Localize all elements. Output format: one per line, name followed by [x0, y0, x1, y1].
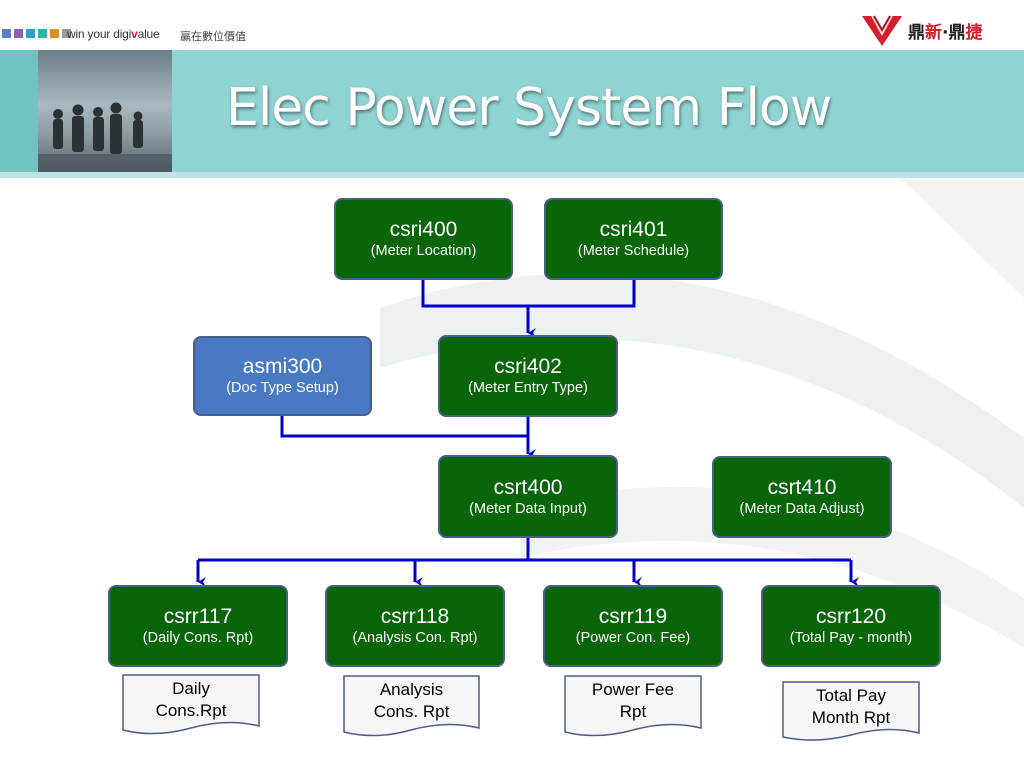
brand-char: 鼎: [948, 22, 966, 43]
logo-square: [2, 29, 11, 38]
node-desc: (Meter Data Adjust): [739, 501, 865, 517]
logo-square: [38, 29, 47, 38]
logo-square: [62, 29, 71, 38]
node-csrr118: csrr118 (Analysis Con. Rpt): [325, 585, 505, 667]
node-desc: (Meter Data Input): [469, 500, 587, 517]
brand-name: 鼎新·鼎捷: [908, 18, 982, 43]
node-csrr120: csrr120 (Total Pay - month): [761, 585, 941, 667]
document-line: Cons.Rpt: [155, 701, 227, 720]
tagline-prefix: win your digi: [67, 27, 132, 41]
brand-mark-icon: [862, 14, 902, 46]
node-desc: (Analysis Con. Rpt): [352, 630, 478, 646]
tagline-suffix: alue: [137, 27, 160, 41]
node-desc: (Meter Schedule): [577, 243, 690, 259]
node-csrr117: csrr117 (Daily Cons. Rpt): [108, 585, 288, 667]
node-desc: (Meter Entry Type): [468, 380, 588, 396]
color-squares-logo: [2, 29, 71, 38]
tagline-v: v: [131, 27, 138, 41]
connector-csri400-csri401: [421, 279, 636, 308]
node-desc: (Doc Type Setup): [226, 380, 339, 396]
document-power-fee-rpt: Power Fee Rpt: [564, 675, 702, 740]
node-code: csrt400: [493, 475, 563, 499]
node-desc: (Total Pay - month): [789, 630, 913, 646]
brand-char: 新: [925, 22, 942, 43]
node-code: csrr120: [815, 605, 887, 628]
brand-separator: ·: [942, 22, 949, 43]
background-swoosh: [380, 178, 1024, 648]
page-title: Elec Power System Flow: [226, 78, 832, 138]
node-csri401: csri401 (Meter Schedule): [544, 198, 723, 280]
banner-accent: [0, 50, 38, 172]
document-shape-icon: [122, 674, 260, 735]
title-banner: Elec Power System Flow: [0, 50, 1024, 172]
node-code: csrr118: [380, 605, 450, 628]
document-daily-cons-rpt: Daily Cons.Rpt: [122, 674, 260, 738]
node-code: csri400: [389, 218, 458, 241]
header-bar: win your digivalue 贏在數位價值 鼎新·鼎捷: [0, 0, 1024, 50]
node-desc: (Meter Location): [370, 243, 477, 259]
brand-char: 捷: [965, 22, 983, 43]
document-shape-icon: [782, 681, 920, 741]
node-code: asmi300: [242, 355, 323, 378]
document-shape-icon: [343, 675, 480, 737]
document-analysis-cons-rpt: Analysis Cons. Rpt: [343, 675, 480, 740]
business-people-photo: [38, 50, 172, 172]
node-csri402: csri402 (Meter Entry Type): [438, 335, 618, 417]
connector-asmi300: [280, 415, 528, 438]
document-line: Month Rpt: [811, 708, 891, 727]
banner-strip: [0, 172, 1024, 178]
node-code: csrt410: [767, 476, 837, 499]
node-csrr119: csrr119 (Power Con. Fee): [543, 585, 723, 667]
document-line: Power Fee: [591, 680, 675, 699]
node-code: csrr117: [163, 605, 233, 628]
document-shape-icon: [564, 675, 702, 737]
document-line: Cons. Rpt: [373, 702, 450, 721]
node-csrt400: csrt400 (Meter Data Input): [438, 455, 618, 538]
silhouettes-icon: [38, 102, 172, 172]
logo-square: [50, 29, 59, 38]
logo-square: [14, 29, 23, 38]
node-csri400: csri400 (Meter Location): [334, 198, 513, 280]
logo-square: [26, 29, 35, 38]
node-code: csri402: [494, 355, 562, 378]
node-code: csri401: [599, 218, 668, 241]
document-line: Analysis: [379, 680, 444, 699]
node-asmi300: asmi300 (Doc Type Setup): [193, 336, 372, 416]
tagline: win your digivalue: [67, 27, 160, 41]
node-csrt410: csrt410 (Meter Data Adjust): [712, 456, 892, 538]
node-code: csrr119: [598, 605, 668, 628]
tagline-chinese: 贏在數位價值: [180, 30, 246, 43]
document-line: Daily: [172, 679, 210, 698]
node-desc: (Daily Cons. Rpt): [142, 630, 254, 646]
node-desc: (Power Con. Fee): [575, 630, 691, 646]
document-line: Total Pay: [816, 686, 886, 705]
document-total-pay-month-rpt: Total Pay Month Rpt: [782, 681, 920, 745]
document-line: Rpt: [619, 702, 647, 721]
brand-char: 鼎: [908, 22, 925, 43]
brand-logo: 鼎新·鼎捷: [860, 10, 982, 50]
